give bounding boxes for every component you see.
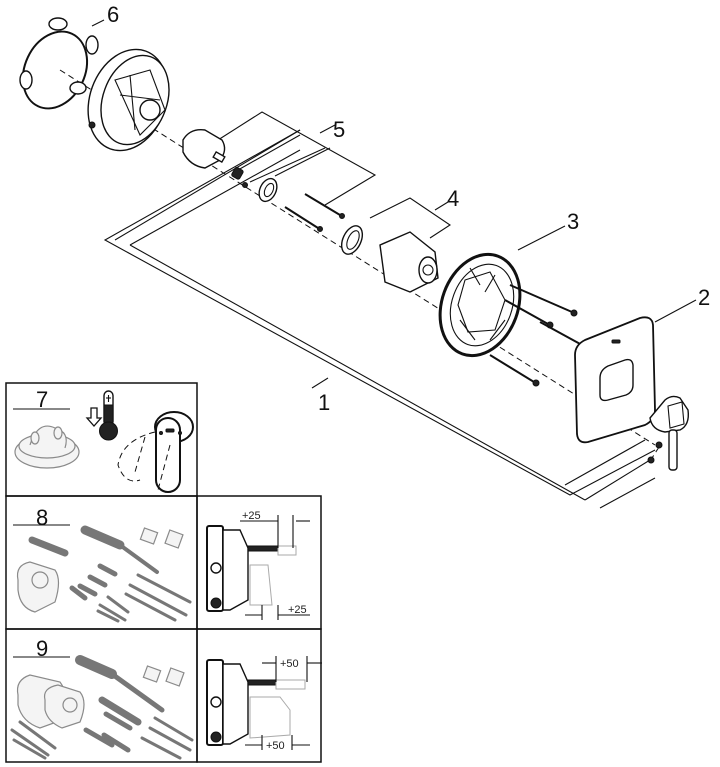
panel-9: 9: [10, 636, 322, 760]
dim-label-bottom-50: +50: [266, 740, 285, 752]
panel-frame: [5, 382, 322, 763]
part-5-screws: [284, 193, 345, 232]
callout-6: 6: [107, 2, 119, 27]
installation-depth-drawing-50: +50 +50: [206, 656, 322, 752]
bracket-group-1: [103, 129, 656, 509]
extension-kit-parts: [16, 525, 192, 623]
part-6-valve-body: [87, 48, 170, 152]
part-5-nut: [258, 177, 278, 203]
callout-1: 1: [318, 390, 330, 415]
dim-label-top-50: +50: [280, 658, 299, 670]
panel-7: 7: [13, 387, 194, 493]
thermometer-icon: [99, 390, 118, 441]
panel-8: 8: [13, 505, 310, 623]
temperature-stop-part: [14, 425, 80, 469]
leader-line-2: [654, 299, 697, 323]
panel-9-label: 9: [36, 636, 48, 661]
dim-label-top-25: +25: [242, 510, 261, 522]
part-6-seal: [19, 17, 99, 110]
assembly-axis: [59, 69, 656, 446]
part-3-mounting-plate: [438, 252, 522, 358]
part-4-adapter-ring: [340, 225, 364, 255]
bracket-group-5: [217, 111, 377, 206]
leader-line-3: [517, 225, 566, 251]
callout-3: 3: [567, 209, 579, 234]
callout-4: 4: [447, 186, 459, 211]
arrow-down-icon: [85, 407, 103, 427]
callout-5: 5: [333, 117, 345, 142]
part-2-escutcheon: [574, 316, 656, 444]
lever-rotation-icon: [117, 411, 194, 493]
extension-kit-parts-large: [10, 655, 194, 760]
part-5-cartridge: [182, 129, 248, 188]
part-2-handle: [647, 395, 690, 471]
dim-label-bottom-25: +25: [288, 604, 307, 616]
part-4-sleeve: [379, 231, 439, 293]
callout-2: 2: [698, 285, 710, 310]
part-3-screws: [489, 284, 583, 387]
panel-8-label: 8: [36, 505, 48, 530]
panel-7-label: 7: [36, 387, 48, 412]
leader-line-6: [91, 19, 105, 27]
bracket-group-4: [369, 197, 451, 239]
installation-depth-drawing-25: +25 +25: [206, 510, 310, 620]
